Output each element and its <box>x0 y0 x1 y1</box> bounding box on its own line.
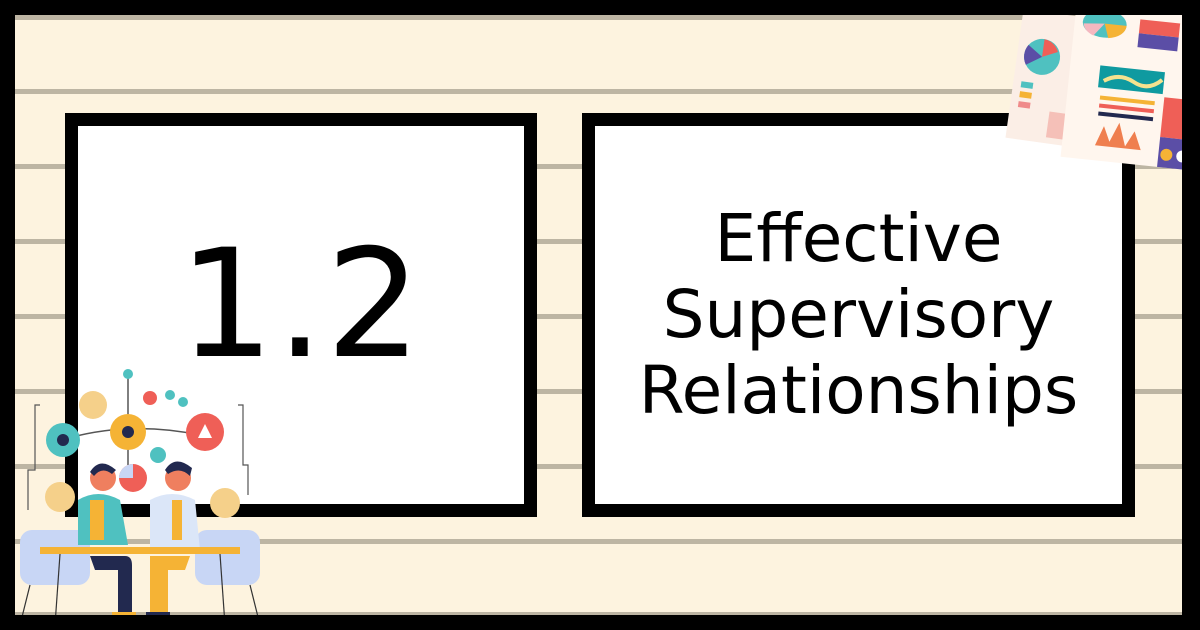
section-number: 1.2 <box>178 218 424 392</box>
title-line-1: Effective <box>714 200 1003 277</box>
infographic-dashboard-icon <box>1005 15 1182 171</box>
stripe <box>15 539 1182 544</box>
stripe <box>15 15 1182 20</box>
slide-canvas: 1.2 Effective Supervisory Relationships <box>15 15 1182 615</box>
title-line-3: Relationships <box>638 352 1079 429</box>
section-number-box: 1.2 <box>65 113 537 517</box>
section-title: Effective Supervisory Relationships <box>639 201 1079 429</box>
stripe <box>15 89 1182 94</box>
title-line-2: Supervisory <box>662 276 1055 353</box>
stripe <box>15 612 1182 615</box>
section-title-box: Effective Supervisory Relationships <box>582 113 1135 517</box>
two-people-meeting-icon <box>20 369 260 615</box>
